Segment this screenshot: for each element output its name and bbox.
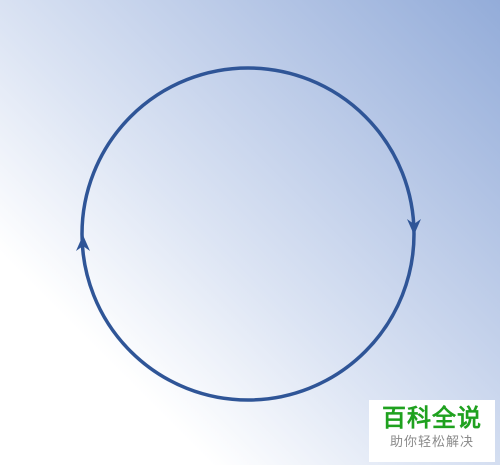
arrow-up-left-icon xyxy=(76,235,90,251)
watermark-subtitle: 助你轻松解决 xyxy=(389,435,474,450)
cycle-circle xyxy=(80,66,416,402)
baike-watermark: 百科全说 助你轻松解决 xyxy=(369,400,495,462)
watermark-title: 百科全说 xyxy=(382,404,482,432)
arrow-down-right-icon xyxy=(407,219,421,235)
